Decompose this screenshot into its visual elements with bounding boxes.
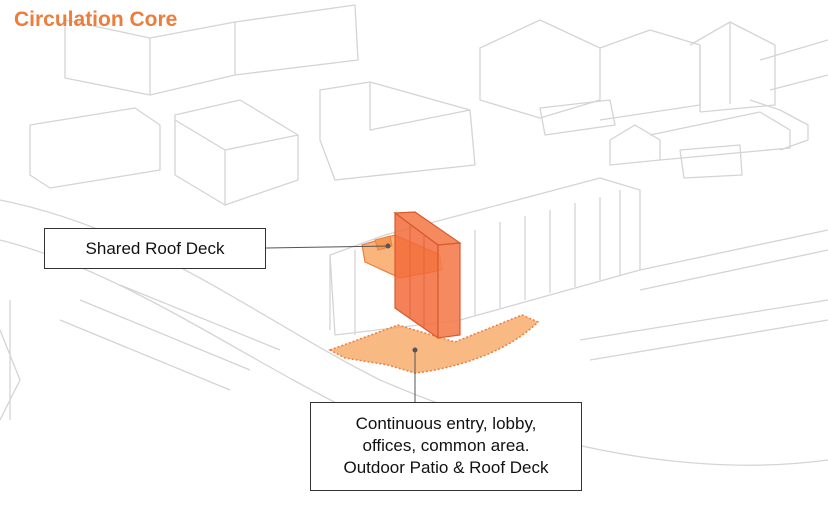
circulation-core xyxy=(393,211,462,340)
callout-line: Continuous entry, lobby, xyxy=(355,414,537,433)
leader-lines xyxy=(265,243,418,402)
callout-shared-roof-deck: Shared Roof Deck xyxy=(44,228,266,269)
callout-line: Outdoor Patio & Roof Deck xyxy=(343,458,549,477)
page-title: Circulation Core xyxy=(14,8,178,31)
callout-ground-program: Continuous entry, lobby, offices, common… xyxy=(310,402,582,491)
callout-line: offices, common area. xyxy=(362,436,530,455)
